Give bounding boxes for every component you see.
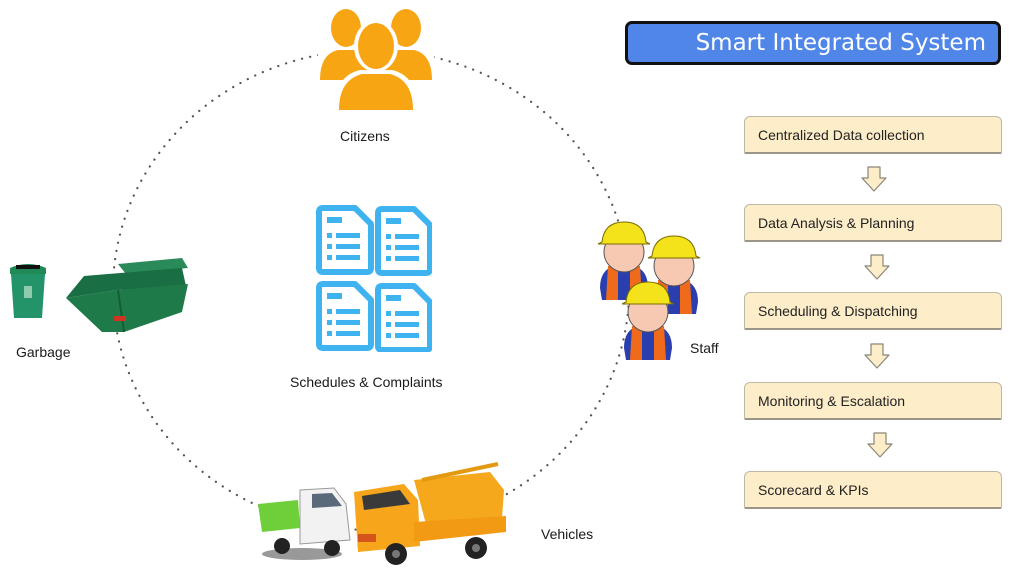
vehicles-node (254, 460, 514, 566)
down-arrow-icon (867, 432, 893, 458)
garbage-node (6, 256, 191, 338)
garbage-label: Garbage (16, 344, 71, 360)
staff-node (596, 218, 702, 362)
step-scorecard-kpis: Scorecard & KPIs (744, 471, 1002, 509)
step-centralized-data-collection: Centralized Data collection (744, 116, 1002, 154)
documents-icon (316, 204, 432, 352)
vehicles-label: Vehicles (541, 526, 594, 542)
garbage-trucks-icon (258, 462, 506, 565)
citizens-label: Citizens (340, 128, 390, 144)
down-arrow-icon (864, 343, 890, 369)
step-monitoring-escalation: Monitoring & Escalation (744, 382, 1002, 420)
staff-label: Staff (690, 340, 719, 356)
step-scheduling-dispatching: Scheduling & Dispatching (744, 292, 1002, 330)
people-icon (320, 9, 432, 112)
center-label: Schedules & Complaints (290, 374, 443, 390)
step-data-analysis-planning: Data Analysis & Planning (744, 204, 1002, 242)
citizens-node (318, 6, 434, 112)
documents-node (316, 204, 432, 352)
workers-icon (597, 221, 701, 361)
garbage-bins-icon (10, 258, 188, 333)
down-arrow-icon (861, 166, 887, 192)
down-arrow-icon (864, 254, 890, 280)
system-title: Smart Integrated System (625, 21, 1001, 65)
